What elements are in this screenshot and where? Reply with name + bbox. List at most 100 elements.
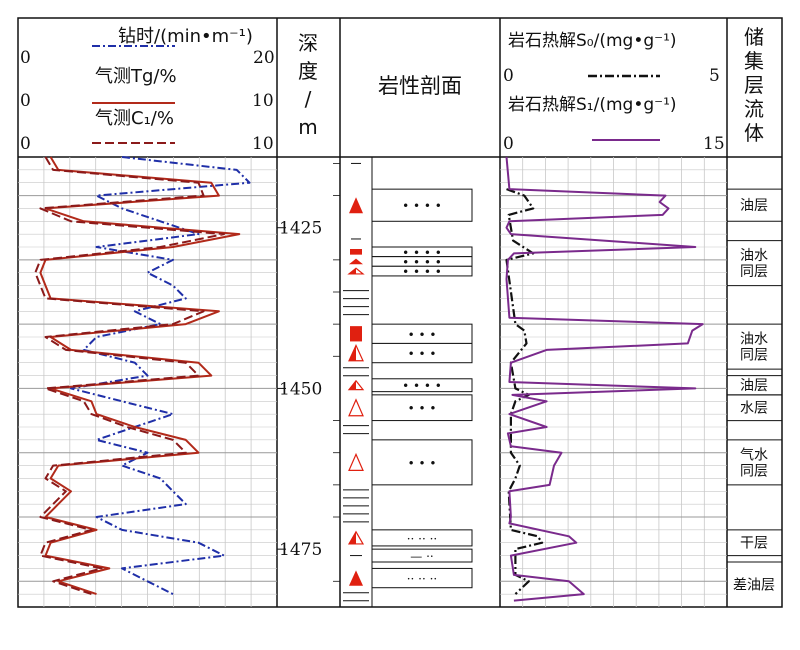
fluid-interval: 油层	[727, 188, 782, 222]
lith-bed	[343, 367, 369, 377]
fluid-label: 气水	[740, 447, 768, 463]
c1-scale-min: 0	[20, 134, 31, 154]
lith-bed-pattern: • • •	[408, 347, 437, 361]
lith-bed-pattern: • • • •	[402, 379, 442, 393]
fluid-interval: 油层	[727, 375, 782, 396]
fluid-label: 同层	[740, 264, 768, 280]
lith-symbol-triangle-empty	[348, 452, 364, 471]
lith-bed: • • •	[348, 394, 473, 422]
depth-header-char: 度	[298, 59, 318, 83]
fluid-interval: 差油层	[727, 561, 782, 608]
depth-header-char: 深	[298, 31, 318, 55]
s1-scale-min: 0	[503, 134, 514, 154]
lith-bed-box	[371, 265, 473, 277]
lith-bed-pattern: • • • •	[402, 265, 442, 279]
fluid-label: 油水	[740, 332, 768, 348]
c1-scale-max: 10	[252, 134, 274, 154]
fluid-label: 油层	[740, 198, 768, 214]
fluid-label: 油层	[740, 378, 768, 394]
rop-scale-min: 0	[20, 48, 31, 68]
lith-bed-box	[371, 529, 473, 547]
depth-header-char: m	[298, 115, 317, 139]
lith-symbol-triangle-half-fill	[349, 268, 356, 274]
lith-bed-pattern: ·· ·· ··	[407, 572, 438, 586]
lithology-header: 岩性剖面	[378, 74, 462, 98]
lith-bed-box	[371, 378, 473, 393]
depth-header-char: /	[305, 87, 312, 111]
fluid-header-char: 储	[744, 25, 764, 49]
series-s0-line	[505, 188, 544, 595]
chart-frame: 1425 1450 1475	[17, 17, 783, 608]
lith-bed-pattern: • • • •	[402, 199, 442, 213]
fluid-header-char: 流	[744, 97, 764, 121]
lith-symbol-triangle-half-fill	[349, 380, 356, 390]
fluid-interval: 水层	[727, 394, 782, 422]
c1-header: 气测C₁/%	[95, 108, 174, 129]
lith-symbol-triangle-half-fill	[349, 531, 356, 544]
fluid-label: 同层	[740, 463, 768, 479]
lith-bed: • • •	[348, 342, 473, 364]
lith-bed-box	[371, 394, 473, 422]
lith-symbol-triangle-full	[349, 570, 363, 586]
tg-scale-max: 10	[252, 91, 274, 111]
lith-bed-pattern: • • •	[408, 328, 437, 342]
lith-bed-box	[371, 342, 473, 364]
lith-bed-box	[371, 567, 473, 589]
series-s1-line	[505, 156, 704, 602]
lith-bed	[343, 425, 369, 435]
rop-header: 钻时/(min•m⁻¹)	[118, 26, 253, 47]
fluid-label: 差油层	[733, 578, 775, 594]
fluid-header-char: 集	[744, 49, 764, 73]
series-rop-line	[70, 156, 251, 595]
lith-bed-box	[371, 188, 473, 222]
series-c1-line	[34, 156, 225, 596]
lith-symbol-triangle-half-fill	[349, 345, 356, 361]
s1-scale-max: 15	[703, 134, 725, 154]
s0-scale-max: 5	[709, 66, 720, 86]
lith-bed-pattern: • • •	[408, 402, 437, 416]
lith-bed-pattern: • • •	[408, 456, 437, 470]
s0-scale-min: 0	[503, 66, 514, 86]
lith-bed: • • • •	[347, 265, 473, 279]
header-layer: 钻时/(min•m⁻¹) 0 20 气测Tg/% 0 10 气测C₁/% 0 10 深度 / m 岩性剖…	[20, 25, 764, 154]
fluid-header-char: 层	[744, 73, 764, 97]
lith-bed: • • •	[350, 323, 473, 344]
series-layer	[34, 156, 704, 602]
outer-border	[17, 17, 783, 608]
lith-bed: • • •	[348, 439, 473, 486]
lith-bed: • • • •	[349, 188, 473, 222]
lith-bed	[343, 489, 369, 523]
lith-bed	[343, 290, 369, 316]
rop-scale-max: 20	[253, 48, 275, 68]
lith-bed: ·· ·· ··	[349, 567, 473, 589]
depth-tick-label: 1425	[279, 219, 322, 239]
tg-header: 气测Tg/%	[95, 66, 177, 87]
lith-bed-box	[371, 548, 473, 563]
lith-symbol-triangle-empty	[348, 398, 364, 417]
series-tg-line	[39, 156, 241, 596]
s1-header: 岩石热解S₁/(mg•g⁻¹)	[508, 95, 677, 115]
s0-header: 岩石热解S₀/(mg•g⁻¹)	[508, 31, 677, 51]
lith-bed: — ··	[350, 548, 473, 564]
lith-bed-box	[371, 439, 473, 486]
lith-symbol-rect	[350, 249, 362, 255]
fluid-header-char: 体	[744, 121, 764, 145]
fluid-label: 水层	[740, 401, 768, 417]
fluid-label: 干层	[740, 536, 768, 552]
depth-tick-label: 1450	[279, 379, 322, 399]
depth-tick-label: 1475	[279, 540, 322, 560]
lith-bed: • • • •	[347, 378, 473, 393]
lith-bed-pattern: ·· ·· ··	[407, 532, 438, 546]
fluid-label: 油水	[740, 248, 768, 264]
lithology-layer: • • • •• • • •• • • •• • • •• • •• • •• …	[343, 157, 473, 607]
lith-symbol-rect	[350, 326, 362, 342]
lith-symbol-triangle-full	[349, 197, 363, 214]
lith-bed: ·· ·· ··	[347, 529, 473, 547]
tg-scale-min: 0	[20, 91, 31, 111]
lith-bed-pattern: — ··	[410, 550, 433, 564]
